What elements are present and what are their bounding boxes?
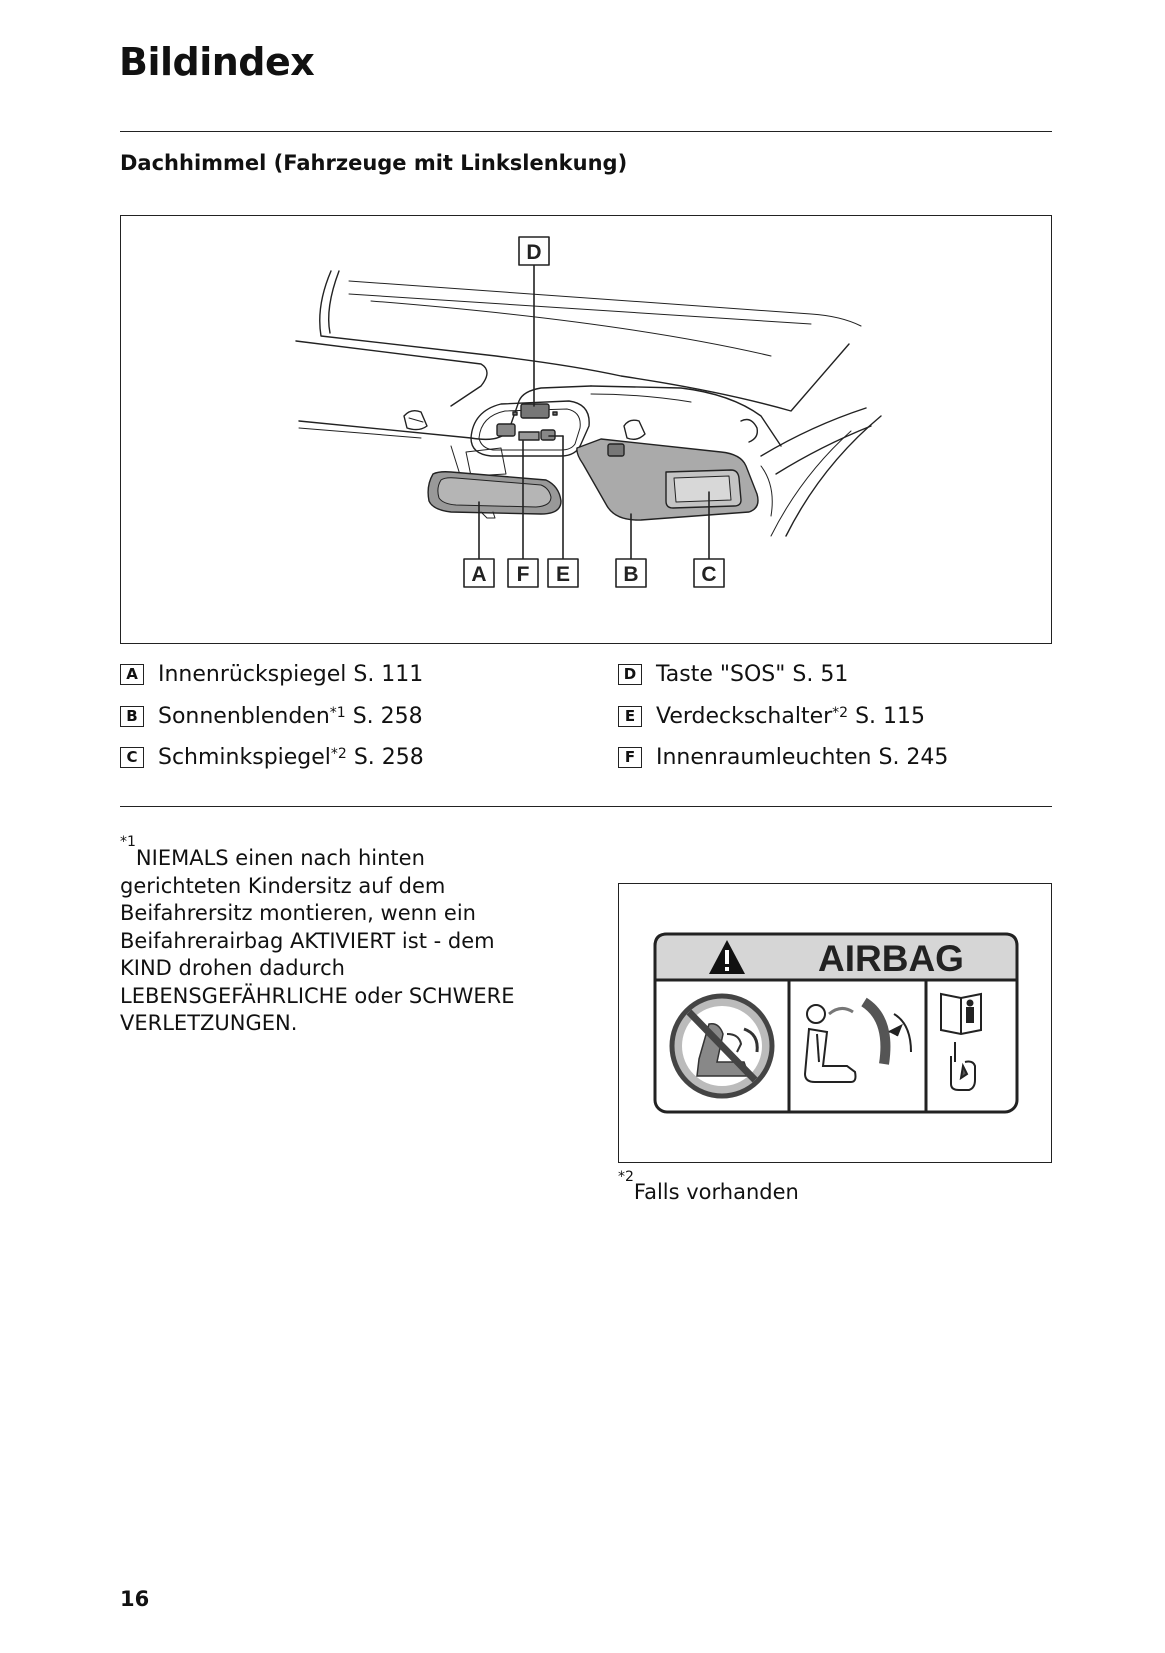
- legend-text-d: Taste "SOS" S. 51: [656, 661, 849, 687]
- top-divider: [120, 131, 1052, 132]
- footnote-1-marker: *1: [120, 834, 136, 850]
- airbag-deployment-icon: [803, 997, 912, 1083]
- legend-text-b: Sonnenblenden: [158, 703, 330, 729]
- legend-key-a: A: [120, 663, 144, 685]
- callout-f: F: [517, 563, 530, 586]
- legend-key-b: B: [120, 705, 144, 727]
- callout-a: A: [471, 563, 486, 586]
- legend-item-d: D Taste "SOS" S. 51: [618, 659, 848, 689]
- callout-d: D: [526, 241, 541, 264]
- middle-divider: [120, 806, 1052, 807]
- callout-b: B: [623, 563, 638, 586]
- legend-text-e: Verdeckschalter: [656, 703, 833, 729]
- legend-key-c: C: [120, 746, 144, 768]
- legend-item-b: B Sonnenblenden*1 S. 258: [120, 701, 423, 731]
- legend-key-d: D: [618, 663, 642, 685]
- legend-key-f: F: [618, 746, 642, 768]
- airbag-label-graphic: AIRBAG: [653, 932, 1019, 1114]
- footnote-2: *2Falls vorhanden: [618, 1170, 799, 1204]
- legend-item-e: E Verdeckschalter*2 S. 115: [618, 701, 925, 731]
- legend-page-c: S. 258: [346, 744, 424, 770]
- page-number: 16: [120, 1587, 150, 1611]
- roof-lining-illustration: D A F E B C: [295, 236, 882, 588]
- footnote-1: *1NIEMALS einen nach hinten gerichteten …: [120, 835, 540, 1038]
- section-title: Dachhimmel (Fahrzeuge mit Linkslenkung): [120, 151, 628, 175]
- read-manual-icon: [940, 992, 982, 1036]
- legend-text-f: Innenraumleuchten S. 245: [656, 744, 949, 770]
- no-rear-facing-child-seat-icon: [669, 993, 775, 1099]
- legend-item-c: C Schminkspiegel*2 S. 258: [120, 742, 424, 772]
- legend-page-e: S. 115: [848, 703, 926, 729]
- footnote-2-text: Falls vorhanden: [633, 1180, 799, 1204]
- legend-item-f: F Innenraumleuchten S. 245: [618, 742, 948, 772]
- pointing-hand-icon: [950, 1042, 976, 1091]
- footnote-1-text: NIEMALS einen nach hinten gerichteten Ki…: [120, 846, 515, 1035]
- legend-key-e: E: [618, 705, 642, 727]
- callout-e: E: [556, 563, 570, 586]
- legend-text-a: Innenrückspiegel S. 111: [158, 661, 424, 687]
- airbag-heading: AIRBAG: [818, 938, 964, 979]
- airbag-warning-label: AIRBAG: [618, 883, 1052, 1163]
- legend-text-c: Schminkspiegel: [158, 744, 331, 770]
- footnote-2-marker: *2: [618, 1169, 634, 1185]
- callout-c: C: [701, 563, 716, 586]
- page-title: Bildindex: [119, 40, 315, 84]
- warning-triangle-icon: [709, 940, 745, 974]
- roof-lining-figure: D A F E B C: [120, 215, 1052, 644]
- legend-item-a: A Innenrückspiegel S. 111: [120, 659, 423, 689]
- legend-page-b: S. 258: [345, 703, 423, 729]
